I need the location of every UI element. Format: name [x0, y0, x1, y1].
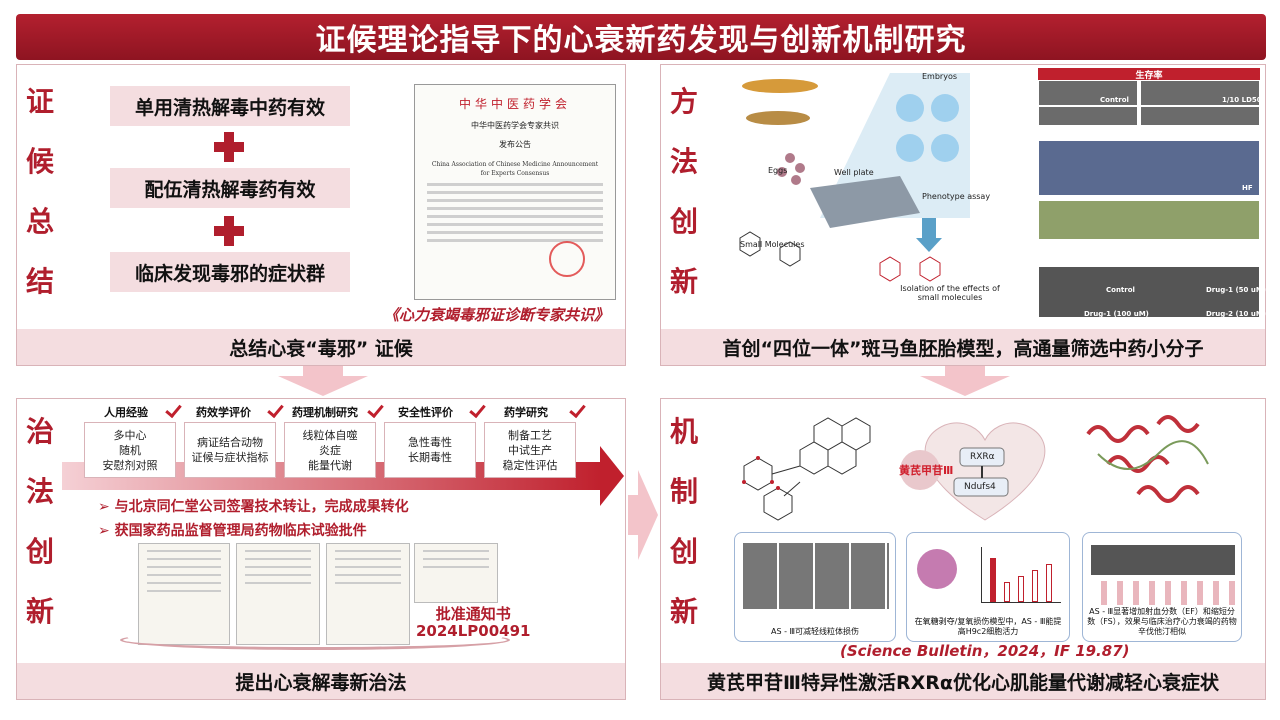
- embryo-image: [1140, 80, 1260, 106]
- drug-embryo-image: [1038, 266, 1260, 318]
- seal-stamp-icon: [549, 241, 585, 277]
- mechanism-card: AS - Ⅲ显著增加射血分数（EF）和缩短分数（FS），效果与临床治疗心力衰竭的…: [1082, 532, 1242, 642]
- achievement-bullet: ➢ 获国家药品监督管理局药物临床试验批件: [98, 523, 367, 539]
- stage-header: 药效学评价: [196, 406, 251, 419]
- check-icon: [268, 402, 280, 418]
- stage-box: 线粒体自噬 炎症 能量代谢: [284, 422, 376, 478]
- heart-image: [1038, 140, 1260, 196]
- embryo-image: [1038, 106, 1138, 126]
- side-label: 方 法 创 新: [670, 85, 699, 298]
- contract-document: [326, 543, 410, 645]
- check-icon: [470, 402, 482, 418]
- side-label: 证 候 总 结: [26, 85, 55, 298]
- finding-pill: 临床发现毒邪的症状群: [110, 252, 350, 292]
- molecule-structure-icon: [742, 417, 871, 521]
- consensus-title: 《心力衰竭毒邪证诊断专家共识》: [384, 306, 610, 324]
- embryo-image: [1038, 80, 1138, 106]
- side-label: 治 法 创 新: [26, 415, 55, 628]
- approval-document: [414, 543, 498, 603]
- heart-mechanism-diagram: [900, 422, 1046, 521]
- title-bar: 证候理论指导下的心衰新药发现与创新机制研究: [16, 14, 1266, 60]
- side-label: 机 制 创 新: [670, 415, 699, 628]
- panel-caption: 黄芪甲苷Ⅲ特异性激活RXRα优化心肌能量代谢减轻心衰症状: [661, 663, 1265, 699]
- down-arrow-icon: [278, 366, 368, 396]
- isolation-label: Isolation of the effects of small molecu…: [900, 284, 1000, 302]
- approval-notice: 批准通知书 2024LP00491: [416, 605, 531, 640]
- mechanism-card: 在氧糖剥夺/复氧损伤模型中，AS - Ⅲ能提高H9c2细胞活力: [906, 532, 1070, 642]
- eggs-label: Eggs: [768, 166, 788, 175]
- mechanism-card: AS - Ⅲ可减轻线粒体损伤: [734, 532, 896, 642]
- stage-header: 药理机制研究: [292, 406, 358, 419]
- panel-caption: 总结心衰“毒邪” 证候: [17, 329, 625, 365]
- plus-icon: [214, 132, 244, 162]
- phenotype-label: Phenotype assay: [922, 192, 991, 201]
- stage-box: 制备工艺 中试生产 稳定性评估: [484, 422, 576, 478]
- stage-header: 安全性评价: [398, 406, 453, 419]
- citation: (Science Bulletin，2024，IF 19.87): [840, 642, 1130, 660]
- highlight-oval: [120, 630, 510, 650]
- down-arrow-icon: [920, 366, 1010, 396]
- patent-document: [138, 543, 230, 645]
- arrow-head-icon: [600, 446, 624, 506]
- stage-box: 病证结合动物 证候与症状指标: [184, 422, 276, 478]
- stage-box: 急性毒性 长期毒性: [384, 422, 476, 478]
- panel-caption: 首创“四位一体”斑马鱼胚胎模型，高通量筛选中药小分子: [661, 329, 1265, 365]
- check-icon: [368, 402, 380, 418]
- well-plate-label: Well plate: [834, 168, 874, 177]
- compound-label: 黄芪甲苷Ⅲ: [899, 464, 954, 477]
- rxr-label: RXRα: [970, 452, 995, 462]
- ndufs-label: Ndufs4: [964, 482, 996, 492]
- stage-header: 药学研究: [504, 406, 548, 419]
- vessel-image: [1038, 200, 1260, 240]
- plus-icon: [214, 216, 244, 246]
- survival-header: 生存率: [1038, 68, 1260, 81]
- stage-header: 人用经验: [104, 406, 148, 419]
- protein-structure-icon: [1086, 415, 1209, 503]
- finding-pill: 配伍清热解毒药有效: [110, 168, 350, 208]
- consensus-certificate: 中华中医药学会 中华中医药学会专家共识 发布公告 China Associati…: [414, 84, 616, 300]
- contract-document: [236, 543, 320, 645]
- achievement-bullet: ➢ 与北京同仁堂公司签署技术转让，完成成果转化: [98, 499, 409, 515]
- stage-box: 多中心 随机 安慰剂对照: [84, 422, 176, 478]
- page-title: 证候理论指导下的心衰新药发现与创新机制研究: [315, 23, 967, 58]
- embryo-image: [1140, 106, 1260, 126]
- small-molecules-label: Small Molecules: [740, 240, 805, 249]
- embryos-label: Embryos: [922, 72, 958, 81]
- check-icon: [570, 402, 582, 418]
- check-icon: [166, 402, 178, 418]
- panel-caption: 提出心衰解毒新治法: [17, 663, 625, 699]
- zebrafish-screening-diagram: [739, 73, 970, 282]
- finding-pill: 单用清热解毒中药有效: [110, 86, 350, 126]
- right-arrow-icon: [628, 470, 658, 560]
